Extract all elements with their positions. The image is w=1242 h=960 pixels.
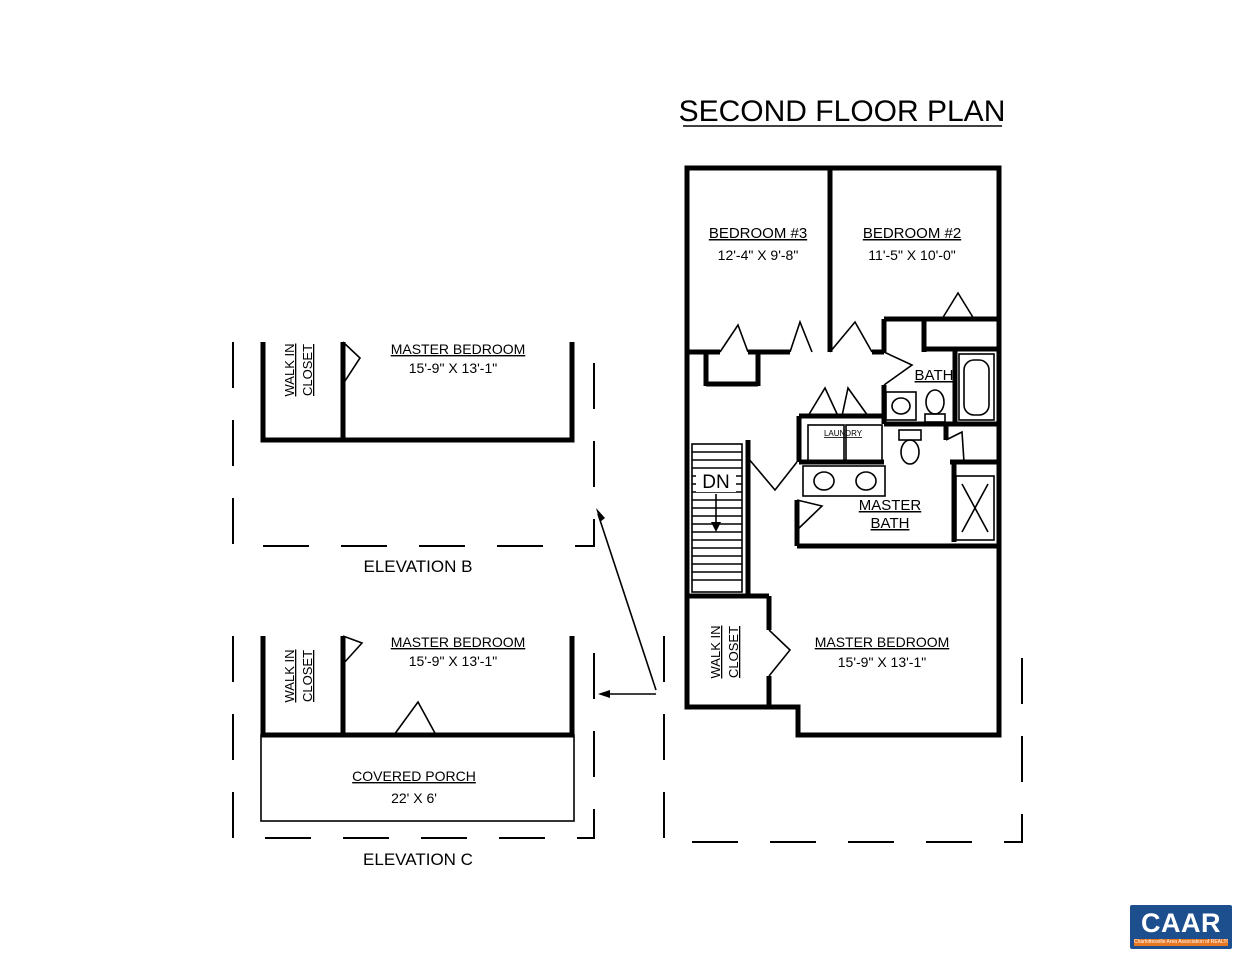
elev-b-title: ELEVATION B xyxy=(364,557,473,576)
laundry-name: LAUNDRY xyxy=(824,429,863,438)
porch-size: 22' X 6' xyxy=(391,790,437,806)
closet-line2: CLOSET xyxy=(726,626,741,678)
elev-c-title: ELEVATION C xyxy=(363,850,473,869)
caar-logo-bar xyxy=(1134,939,1228,946)
elev-b-bedroom-name: MASTER BEDROOM xyxy=(391,341,526,357)
caar-logo-text: CAAR xyxy=(1141,908,1221,938)
elev-c-closet-line1: WALK IN xyxy=(282,650,297,703)
elev-c-bedroom-size: 15'-9" X 13'-1" xyxy=(409,653,497,669)
elev-b-closet-line2: CLOSET xyxy=(300,344,315,396)
elev-c-closet-line2: CLOSET xyxy=(300,650,315,702)
caar-logo: CAAR Charlottesville Area Association of… xyxy=(1130,905,1232,949)
elevation-c: WALK IN CLOSET MASTER BEDROOM 15'-9" X 1… xyxy=(232,634,595,869)
porch-name: COVERED PORCH xyxy=(352,768,476,784)
plan-title: SECOND FLOOR PLAN xyxy=(679,95,1006,128)
main-plan: BEDROOM #3 12'-4" X 9'-8" BEDROOM #2 11'… xyxy=(663,165,1023,843)
master-bedroom-size: 15'-9" X 13'-1" xyxy=(838,654,926,670)
bedroom2-size: 11'-5" X 10'-0" xyxy=(868,247,955,263)
bedroom3-size: 12'-4" X 9'-8" xyxy=(718,247,799,263)
bedroom2-name: BEDROOM #2 xyxy=(863,225,961,242)
arrow-to-elevation-c xyxy=(598,690,656,698)
master-bedroom-name: MASTER BEDROOM xyxy=(815,634,950,650)
caar-logo-subtext: Charlottesville Area Association of REAL… xyxy=(1134,939,1228,945)
bath-name: BATH xyxy=(915,367,954,384)
elev-b-bedroom-size: 15'-9" X 13'-1" xyxy=(409,360,497,376)
stairs xyxy=(691,443,743,593)
arrow-to-elevation-b xyxy=(596,508,657,691)
elev-c-bedroom-name: MASTER BEDROOM xyxy=(391,634,526,650)
master-bath-line2: BATH xyxy=(871,515,910,532)
elevation-b: WALK IN CLOSET MASTER BEDROOM 15'-9" X 1… xyxy=(232,341,595,576)
elev-b-closet-line1: WALK IN xyxy=(282,344,297,397)
master-bath-line1: MASTER xyxy=(859,497,922,514)
stairs-dn-label: DN xyxy=(702,472,729,493)
bedroom3-name: BEDROOM #3 xyxy=(709,225,807,242)
closet-line1: WALK IN xyxy=(708,626,723,679)
